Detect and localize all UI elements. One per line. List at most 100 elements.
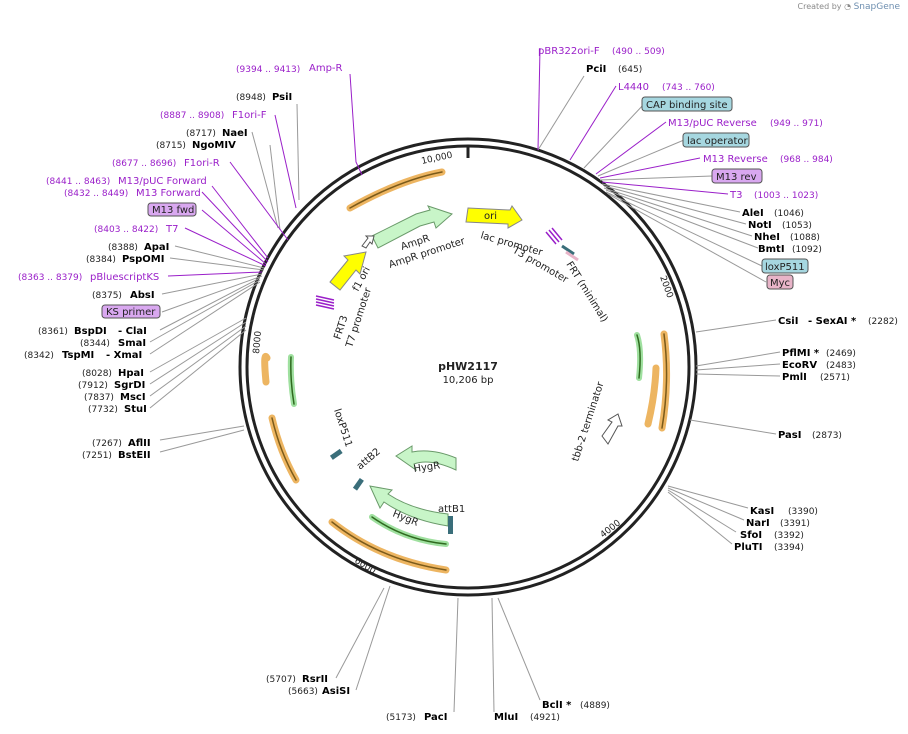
enzyme-pos-bmti: (1092): [792, 245, 822, 255]
enzyme-aflii: AflII: [128, 438, 151, 449]
feature-attb2: attB2: [355, 446, 383, 472]
enzyme-pos-noti: (1053): [782, 221, 812, 231]
enzyme-absi: AbsI: [130, 290, 155, 301]
primer-range-t3: (1003 .. 1023): [754, 191, 818, 201]
enzyme-pos-pspomi: (8384): [86, 255, 116, 265]
primer-range-pbr322ori-f: (490 .. 509): [612, 47, 665, 57]
tick-label-6000: 6000: [352, 556, 377, 577]
myc-label: Myc: [770, 278, 790, 289]
primer-f1ori-r: F1ori-R: [184, 158, 220, 169]
backbone-outer: [238, 137, 698, 597]
orf-arcs: [261, 168, 671, 574]
enzyme-csii: CsiI: [778, 316, 798, 327]
primer-f1ori-f: F1ori-F: [232, 110, 267, 121]
enzyme-pos-csii: (2282): [868, 317, 898, 327]
enzyme-pos-bsteii: (7251): [82, 451, 112, 461]
primer-m13-puc-reverse: M13/pUC Reverse: [668, 118, 757, 129]
frt3-site-cluster: [315, 295, 335, 310]
orf-arc-top: [346, 168, 446, 212]
loxp511-label: loxP511: [765, 262, 805, 273]
enzyme-pos-tspmi: (8342): [24, 351, 54, 361]
enzyme-pos-psii: (8948): [236, 93, 266, 103]
enzyme-paci: PacI: [424, 712, 447, 723]
leader-lines: [149, 47, 781, 713]
f1ori-arrow: [329, 251, 367, 291]
enzyme-bmti: BmtI: [758, 244, 785, 255]
enzyme-pasi: PasI: [778, 430, 801, 441]
enzyme-apai: ApaI: [144, 242, 169, 253]
enzyme-sgrdi: SgrDI: [114, 380, 145, 391]
enzyme-stui: StuI: [124, 404, 147, 415]
tick-label-10000: 10,000: [421, 151, 454, 167]
primer-amp-r: Amp-R: [309, 63, 343, 74]
m13-fwd-label: M13 fwd: [152, 205, 194, 216]
orf-arc-left2-core: [271, 417, 297, 481]
green-arc-left-core: [290, 356, 295, 405]
enzyme-pos-aflii: (7267): [92, 439, 122, 449]
primer-range-m13-puc-forward: (8441 .. 8463): [46, 177, 110, 187]
snapgene-credit: Created by ◔ SnapGene: [798, 2, 901, 12]
tbb2-terminator-arrow: [601, 413, 623, 445]
enzyme-pos-sgrdi: (7912): [78, 381, 108, 391]
primer-range-amp-r: (9394 .. 9413): [236, 65, 300, 75]
primer-range-l4440: (743 .. 760): [662, 83, 715, 93]
loxp511-box: [761, 258, 809, 274]
primer-pbluescriptks: pBluescriptKS: [90, 272, 159, 283]
enzyme-bcli: BclI *: [542, 700, 572, 711]
orf-arc-left1: [261, 353, 271, 386]
hygr-arrow-1: [395, 445, 457, 472]
ks-primer-box: [101, 304, 161, 319]
primer-t3: T3: [729, 190, 742, 201]
enzyme-pmli: PmlI: [782, 372, 807, 383]
bottom-labels: (5707) RsrII (5663) AsiSI (5173) PacI Ml…: [266, 674, 610, 723]
enzyme-bspdi-extra: - ClaI: [118, 326, 147, 337]
enzyme-pos-ngomiv: (8715): [156, 141, 186, 151]
primer-l4440: L4440: [618, 82, 649, 93]
enzyme-kasi: KasI: [750, 506, 774, 517]
lac-operator-label: lac operator: [687, 136, 748, 147]
enzyme-pos-bspdi: (8361): [38, 327, 68, 337]
enzyme-pos-nari: (3391): [780, 519, 810, 529]
enzyme-bsteii: BstEII: [118, 450, 151, 461]
primer-range-m13-reverse: (968 .. 984): [780, 155, 833, 165]
enzyme-csii-extra: - SexAI *: [808, 316, 857, 327]
m13-fwd-box: [147, 202, 197, 217]
credit-brand: SnapGene: [853, 2, 900, 12]
loxp511-site: [329, 448, 343, 460]
enzyme-pos-hpai: (8028): [82, 369, 112, 379]
right-labels: pBR322ori-F (490 .. 509) PciI (645) L444…: [538, 46, 898, 553]
enzyme-pos-smai: (8344): [80, 339, 110, 349]
lac-operator-box: [682, 132, 750, 148]
primer-range-m13-puc-reverse: (949 .. 971): [770, 119, 823, 129]
primer-range-pbluescriptks: (8363 .. 8379): [18, 273, 82, 283]
orf-arc-left2: [268, 414, 300, 484]
enzyme-ngomiv: NgoMIV: [192, 140, 236, 151]
cap-binding-site-box: [641, 96, 733, 112]
enzyme-nari: NarI: [746, 518, 770, 529]
enzyme-pos-mlui: (4921): [530, 713, 560, 723]
enzyme-msci: MscI: [120, 392, 146, 403]
feature-frt-minimal: FRT (minimal): [563, 260, 609, 325]
enzyme-pos-asisi: (5663): [288, 687, 318, 697]
primer-range-f1ori-f: (8887 .. 8908): [160, 111, 224, 121]
enzyme-nhei: NheI: [754, 232, 780, 243]
m13-rev-label: M13 rev: [716, 172, 757, 183]
primer-m13-puc-forward: M13/pUC Forward: [118, 176, 207, 187]
enzyme-mlui: MluI: [494, 712, 518, 723]
enzyme-pcii: PciI: [586, 64, 606, 75]
enzyme-pflmi: PflMI *: [782, 348, 820, 359]
tick-label-8000: 8000: [252, 330, 264, 354]
enzyme-ecorv: EcoRV: [782, 360, 817, 371]
feature-ori: ori: [484, 211, 497, 222]
primer-m13-reverse: M13 Reverse: [703, 154, 768, 165]
enzyme-pluti: PluTI: [734, 542, 762, 553]
enzyme-rsrii: RsrII: [302, 674, 328, 685]
enzyme-asisi: AsiSI: [322, 686, 350, 697]
frt-minimal-site-cluster: [545, 227, 579, 262]
enzyme-pos-pcii: (645): [618, 65, 642, 75]
green-arc-right-core: [636, 334, 641, 379]
enzyme-pos-nhei: (1088): [790, 233, 820, 243]
left-labels: (9394 .. 9413) Amp-R (8948) PsiI (8887 .…: [18, 63, 343, 461]
enzyme-pos-sfoi: (3392): [774, 531, 804, 541]
